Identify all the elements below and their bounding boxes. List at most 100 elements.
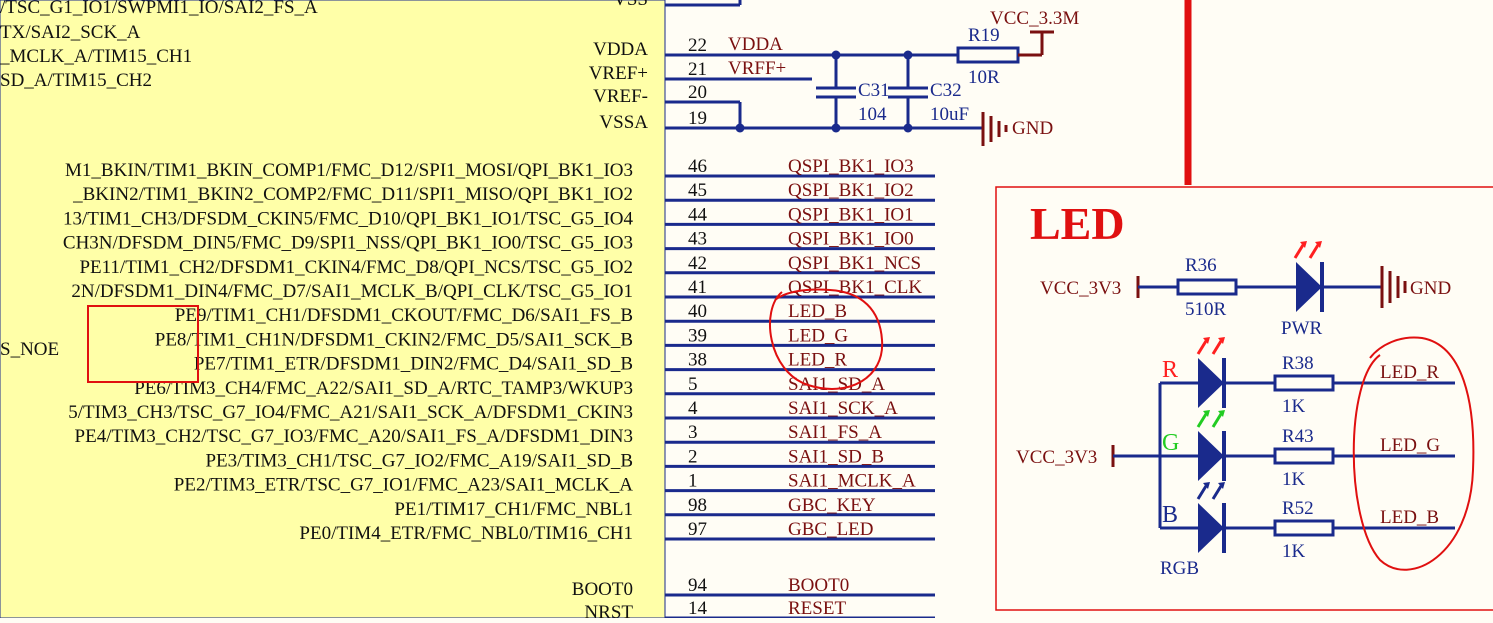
- left-fragment: SD_A/TIM15_CH2: [0, 70, 152, 91]
- power-pin-label: VREF+: [589, 63, 648, 84]
- rgb-led-diode: [1198, 503, 1224, 553]
- pin-number: 41: [688, 277, 707, 298]
- signal-pin-label: PE9/TIM1_CH1/DFSDM1_CKOUT/FMC_D6/SAI1_FS…: [175, 305, 633, 326]
- led-resistor-value: 1K: [1282, 396, 1306, 417]
- pin-number: 4: [688, 398, 698, 419]
- pin-number: 5: [688, 374, 698, 395]
- led-section-frame: [995, 186, 1493, 611]
- signal-pin-label: 13/TIM1_CH3/DFSDM_CKIN5/FMC_D10/QPI_BK1_…: [63, 208, 634, 229]
- pwr-led-circuit: VCC_3V3 R36 510R PWR GND: [1040, 241, 1451, 339]
- left-fragment: /TSC_G1_IO1/SWPMI1_IO/SAI2_FS_A: [0, 0, 318, 18]
- power-pin-label: VREF-: [593, 86, 648, 107]
- pin-number: 21: [688, 59, 707, 80]
- led-resistor-ref: R43: [1282, 426, 1314, 447]
- pwr-led-diode: [1296, 262, 1322, 312]
- pin-number: 39: [688, 325, 707, 346]
- pin-number: 38: [688, 350, 707, 371]
- power-pin-label: VDDA: [593, 39, 648, 60]
- signal-pin-label: PE6/TIM3_CH4/FMC_A22/SAI1_SD_A/RTC_TAMP3…: [134, 378, 633, 399]
- r36-ref: R36: [1185, 255, 1217, 276]
- rgb-color-letter: G: [1162, 430, 1179, 456]
- pin-number: 44: [688, 204, 708, 225]
- signal-pin-label: 5/TIM3_CH3/TSC_G7_IO4/FMC_A21/SAI1_SCK_A…: [68, 402, 633, 423]
- pin-number: 3: [688, 422, 698, 443]
- net-label: SAI1_SCK_A: [788, 398, 898, 419]
- c31-value: 104: [858, 104, 887, 125]
- pin-number: 45: [688, 180, 707, 201]
- left-fragments: /TSC_G1_IO1/SWPMI1_IO/SAI2_FS_A TX/SAI2_…: [0, 0, 318, 360]
- pin-number: 2: [688, 446, 698, 467]
- led-resistor-ref: R52: [1282, 498, 1314, 519]
- net-label: RESET: [788, 598, 846, 618]
- signal-pin-label: 2N/DFSDM1_DIN4/FMC_D7/SAI1_MCLK_B/QPI_CL…: [71, 281, 633, 302]
- r19-resistor: [956, 46, 1020, 64]
- pin-number: 14: [688, 598, 708, 618]
- pwr-led-label: PWR: [1281, 318, 1323, 339]
- vcc-top-label: VCC_3.3M: [990, 8, 1079, 29]
- annotation-box: [87, 305, 199, 383]
- pin-number: 97: [688, 519, 707, 540]
- signal-pin-label: PE2/TIM3_ETR/TSC_G7_IO1/FMC_A23/SAI1_MCL…: [174, 475, 633, 496]
- gnd-label: GND: [1012, 118, 1053, 139]
- rgb-led-label: RGB: [1160, 558, 1199, 579]
- annotation-circle-nets: [1352, 336, 1475, 571]
- signal-pin-label: NRST: [584, 602, 633, 618]
- annotations: [87, 288, 1475, 571]
- r36-value: 510R: [1185, 299, 1227, 320]
- r19-ref: R19: [968, 25, 1000, 46]
- net-label: SAI1_MCLK_A: [788, 471, 916, 492]
- signal-pin-label: PE4/TIM3_CH2/TSC_G7_IO3/FMC_A20/SAI1_FS_…: [75, 426, 633, 447]
- led-resistor-ref: R38: [1282, 353, 1314, 374]
- pin-number: 42: [688, 253, 707, 274]
- rgb-led-diode: [1198, 358, 1224, 408]
- net-label: GBC_KEY: [788, 495, 876, 516]
- pwr-gnd-label: GND: [1410, 278, 1451, 299]
- net-label: LED_G: [788, 325, 848, 346]
- net-label: QSPI_BK1_CLK: [788, 277, 922, 298]
- signal-pin-label: PE1/TIM17_CH1/FMC_NBL1: [394, 499, 633, 520]
- rgb-vcc-label: VCC_3V3: [1016, 447, 1097, 468]
- power-pin-label: VSS: [613, 0, 648, 10]
- net-label: QSPI_BK1_IO3: [788, 156, 914, 177]
- net-label: QSPI_BK1_NCS: [788, 253, 921, 274]
- c31-ref: C31: [858, 80, 890, 101]
- pin-number: 1: [688, 471, 698, 492]
- signal-pin-label: PE0/TIM4_ETR/FMC_NBL0/TIM16_CH1: [299, 523, 633, 544]
- pin-number: 20: [688, 82, 707, 103]
- rgb-color-letter: B: [1162, 502, 1178, 528]
- pin-number: 98: [688, 495, 707, 516]
- left-fragment: S_NOE: [0, 339, 59, 360]
- net-label: BOOT0: [788, 575, 849, 596]
- pin-number: 43: [688, 229, 707, 250]
- pwr-vcc-label: VCC_3V3: [1040, 278, 1121, 299]
- gnd-symbol: [981, 112, 1008, 146]
- net-label: SAI1_SD_B: [788, 446, 884, 467]
- signal-pin-label: PE3/TIM3_CH1/TSC_G7_IO2/FMC_A19/SAI1_SD_…: [205, 450, 633, 471]
- led-section-title: LED: [1030, 198, 1125, 249]
- led-resistor-value: 1K: [1282, 541, 1306, 562]
- net-label: SAI1_SD_A: [788, 374, 885, 395]
- led-net-label: LED_G: [1380, 435, 1440, 456]
- pin-number: 22: [688, 35, 707, 56]
- signal-pin-label: PE7/TIM1_ETR/DFSDM1_DIN2/FMC_D4/SAI1_SD_…: [194, 354, 633, 375]
- net-label: QSPI_BK1_IO1: [788, 204, 914, 225]
- rgb-color-letter: R: [1162, 357, 1178, 383]
- signal-pin-label: _BKIN2/TIM1_BKIN2_COMP2/FMC_D11/SPI1_MIS…: [72, 184, 633, 205]
- net-label: LED_B: [788, 301, 847, 322]
- net-label: QSPI_BK1_IO2: [788, 180, 914, 201]
- annotation-circle-pins: [769, 288, 884, 390]
- net-label: VRFF+: [728, 58, 786, 79]
- signal-pin-label: BOOT0: [572, 579, 633, 600]
- c32-ref: C32: [930, 80, 962, 101]
- signal-pins: M1_BKIN/TIM1_BKIN_COMP1/FMC_D12/SPI1_MOS…: [63, 156, 935, 623]
- signal-pin-label: CH3N/DFSDM_DIN5/FMC_D9/SPI1_NSS/QPI_BK1_…: [63, 233, 633, 254]
- c32-value: 10uF: [930, 104, 969, 125]
- net-label: GBC_LED: [788, 519, 874, 540]
- left-fragment: TX/SAI2_SCK_A: [0, 22, 141, 43]
- pin-number: 46: [688, 156, 707, 177]
- mcu-body: [0, 0, 666, 619]
